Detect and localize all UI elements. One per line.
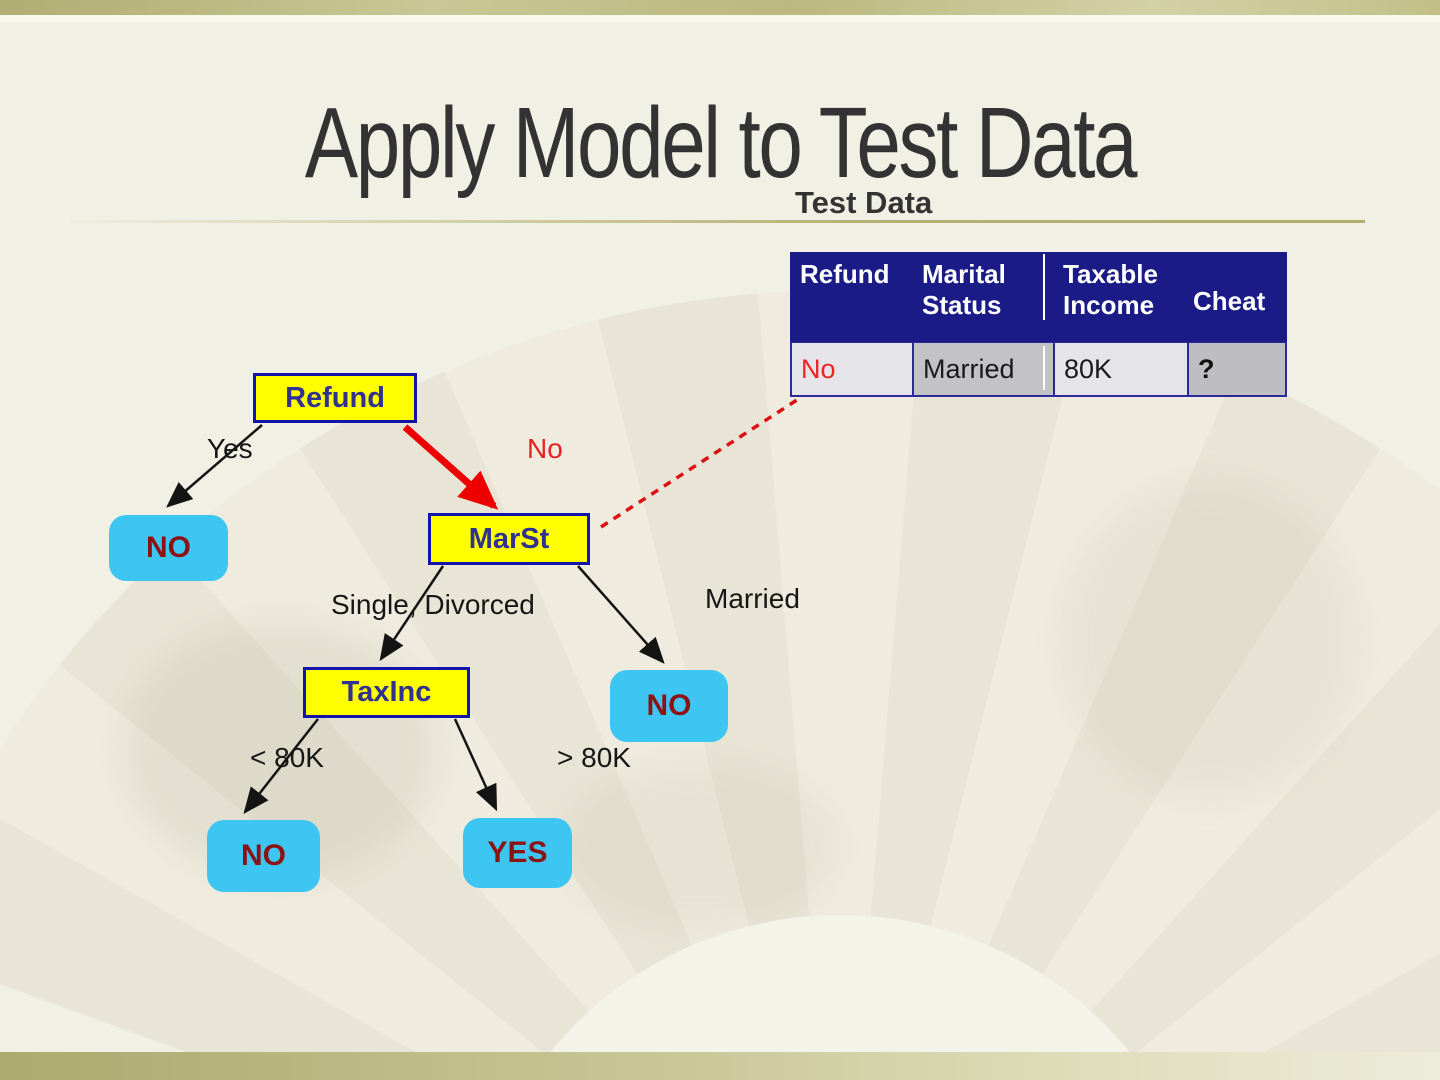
edge-refund-yes — [166, 424, 263, 508]
header-marital-status: Marital Status — [922, 259, 1006, 320]
leaf-low-income-no: NO — [207, 820, 320, 892]
leaf-high-income-yes: YES — [463, 818, 572, 888]
top-border-highlight — [0, 15, 1440, 22]
leaf-married-no: NO — [610, 670, 728, 742]
leaf-refund-yes-no: NO — [109, 515, 228, 581]
edge-taxinc-gt80k — [453, 718, 498, 812]
edge-label-gt-80k: > 80K — [557, 742, 631, 773]
cell-marital-status: Married — [912, 342, 1053, 397]
edge-taxinc-lt80k — [243, 718, 319, 814]
test-data-table: Refund Marital Status Taxable Income Che… — [790, 252, 1287, 397]
edge-label-single-divorced: Single, Divorced — [331, 589, 535, 620]
tree-node-refund: Refund — [253, 373, 417, 423]
table-row: No Married 80K ? — [790, 342, 1287, 397]
pointer-table-to-marst — [600, 396, 801, 529]
cell-refund: No — [790, 342, 912, 397]
edge-label-no: No — [527, 433, 563, 464]
slide-title: Apply Model to Test Data — [304, 87, 1138, 199]
tree-node-taxinc: TaxInc — [303, 667, 470, 718]
edge-label-married: Married — [705, 583, 800, 614]
table-caption: Test Data — [795, 185, 933, 220]
edge-marst-married — [577, 565, 665, 664]
cell-cheat: ? — [1187, 342, 1287, 397]
edge-label-yes: Yes — [207, 433, 253, 464]
header-refund: Refund — [800, 259, 890, 289]
title-divider-line — [70, 220, 1365, 223]
header-column-divider — [1043, 254, 1045, 320]
edge-marst-single-divorced — [379, 565, 445, 662]
header-taxable-income: Taxable Income — [1063, 259, 1158, 320]
tree-node-marst: MarSt — [428, 513, 590, 565]
watermark-texture — [1060, 480, 1360, 800]
top-border-stripe — [0, 0, 1440, 15]
bottom-border-stripe — [0, 1052, 1440, 1080]
edge-label-lt-80k: < 80K — [250, 742, 324, 773]
header-cheat: Cheat — [1193, 286, 1266, 316]
watermark-texture — [560, 760, 840, 930]
table-header-row: Refund Marital Status Taxable Income Che… — [790, 252, 1287, 342]
cell-taxable-income: 80K — [1053, 342, 1187, 397]
edge-refund-no-highlighted — [402, 424, 499, 510]
row-column-divider — [1043, 346, 1045, 390]
